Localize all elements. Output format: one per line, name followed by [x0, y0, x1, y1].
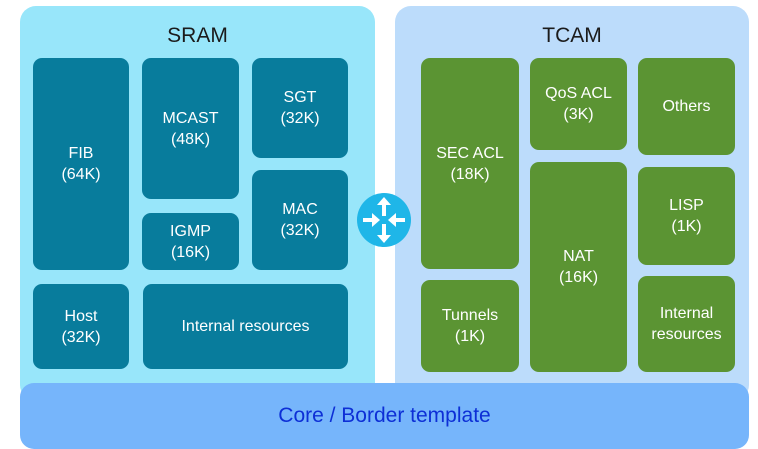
qos-acl-label: QoS ACL: [545, 85, 612, 102]
tcam-internal-label-line1: Internal: [659, 305, 714, 322]
host-block: Host (32K): [33, 284, 129, 369]
sgt-block: SGT (32K): [252, 58, 348, 158]
mac-size: (32K): [280, 222, 320, 239]
mcast-block: MCAST (48K): [142, 58, 239, 199]
others-block: Others: [638, 58, 735, 155]
tunnels-label: Tunnels: [441, 307, 499, 324]
tcam-internal-block: Internal resources: [638, 276, 735, 372]
mcast-label: MCAST: [162, 109, 219, 127]
sec-acl-block: SEC ACL (18K): [421, 58, 519, 269]
host-size: (32K): [61, 328, 101, 346]
sec-acl-size: (18K): [450, 165, 490, 183]
tunnels-block: Tunnels (1K): [421, 280, 519, 372]
sram-internal-block: Internal resources: [143, 284, 348, 369]
host-label: Host: [64, 307, 98, 325]
nat-label: NAT: [563, 248, 594, 265]
others-label: Others: [662, 98, 711, 115]
tcam-title: TCAM: [542, 24, 602, 47]
mac-block: MAC (32K): [252, 170, 348, 270]
igmp-size: (16K): [170, 243, 211, 261]
nat-size: (16K): [558, 269, 599, 286]
core-border-template-bar: Core / Border template: [20, 383, 749, 449]
fib-block: FIB (64K): [33, 58, 129, 270]
sgt-label: SGT: [283, 89, 317, 106]
sec-acl-label: SEC ACL: [436, 144, 504, 162]
lisp-size: (1K): [671, 218, 702, 235]
lisp-label: LISP: [669, 197, 704, 214]
igmp-label: IGMP: [170, 222, 211, 240]
tunnels-size: (1K): [454, 328, 486, 345]
core-border-template-label: Core / Border template: [278, 404, 491, 427]
sram-internal-label: Internal resources: [181, 318, 310, 335]
sgt-size: (32K): [280, 110, 320, 127]
igmp-block: IGMP (16K): [142, 213, 239, 270]
qos-acl-block: QoS ACL (3K): [530, 58, 627, 150]
nat-block: NAT (16K): [530, 162, 627, 372]
mac-label: MAC: [282, 201, 318, 218]
tcam-internal-label-line2: resources: [651, 326, 722, 343]
fib-size: (64K): [61, 166, 101, 183]
router-icon: [357, 193, 411, 247]
sram-title: SRAM: [167, 24, 228, 47]
fib-label: FIB: [68, 145, 94, 162]
qos-acl-size: (3K): [563, 106, 594, 123]
mcast-size: (48K): [170, 130, 211, 148]
lisp-block: LISP (1K): [638, 167, 735, 265]
